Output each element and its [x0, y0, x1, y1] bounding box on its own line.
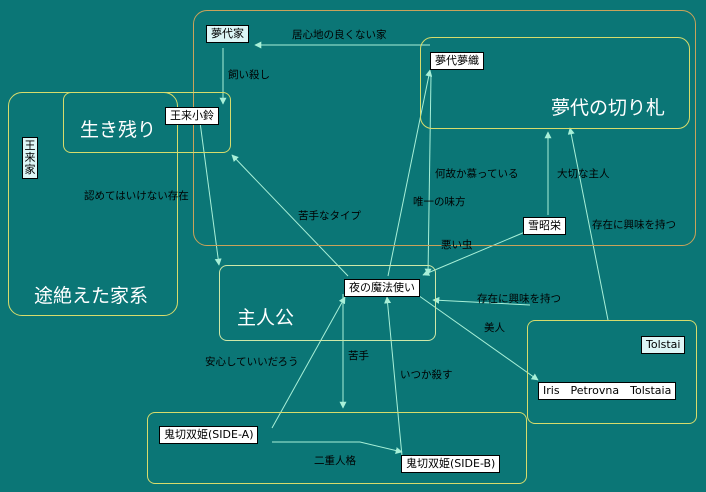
edge-kosuzu-to-protagonist [199, 121, 222, 266]
node-setsu-shouei[interactable]: 雪昭栄 [523, 217, 566, 235]
label-dual-personality: 二重人格 [314, 455, 356, 467]
node-ourai-kosuzu[interactable]: 王来小鈴 [165, 107, 219, 125]
group-title-protagonist: 主人公 [237, 307, 295, 329]
node-ourai-ke[interactable]: 王来家 [22, 137, 38, 179]
node-tolstai[interactable]: Tolstai [641, 336, 686, 354]
node-yumeshiro-yumeori[interactable]: 夢代夢織 [430, 52, 484, 70]
group-title-yumeshiro-card: 夢代の切り札 [551, 97, 666, 119]
edge-side-a-to-side-b [272, 441, 403, 454]
edge-side-a-to-mahoutsukai [271, 296, 346, 429]
label-interested-2: 存在に興味を持つ [477, 293, 561, 305]
edge-tolstai-to-yumeshiro-family [567, 127, 609, 321]
node-yumeshiro-ke[interactable]: 夢代家 [206, 25, 249, 43]
label-dislike: 苦手 [348, 350, 369, 362]
label-kill-someday: いつか殺す [400, 369, 453, 381]
label-safe-probably: 安心していいだろう [205, 356, 299, 368]
node-iris[interactable]: Iris Petrovna Tolstaia [538, 382, 677, 400]
edge-side-b-to-mahoutsukai [384, 296, 403, 457]
group-onikiri [147, 412, 527, 484]
edge-mahoutsukai-to-survivors [231, 154, 349, 277]
node-onikiri-side-b[interactable]: 鬼切双姫(SIDE-B) [401, 455, 501, 473]
group-yumeshiro-family [193, 10, 696, 246]
node-yoru-no-mahoutsukai[interactable]: 夜の魔法使い [344, 279, 420, 297]
label-kept-killed: 飼い殺し [228, 69, 270, 81]
group-survivors [63, 92, 231, 153]
group-tolstai [527, 320, 697, 424]
edge-yumeori-to-mahoutsukai [424, 74, 432, 276]
group-title-extinct-family: 途絶えた家系 [34, 285, 149, 307]
label-beauty: 美人 [484, 322, 505, 334]
label-cannot-accept: 認めてはいけない存在 [84, 190, 189, 202]
label-interested-1: 存在に興味を持つ [592, 219, 676, 231]
edge-shouei-to-mahoutsukai [422, 231, 526, 276]
group-title-survivors: 生き残り [80, 119, 157, 141]
label-bad-bug: 悪い虫 [441, 239, 473, 251]
label-somehow-admires: 何故か慕っている [435, 168, 519, 180]
label-bad-type: 苦手なタイプ [298, 210, 361, 222]
edge-mahoutsukai-to-yumeori [387, 69, 433, 277]
label-uncomfortable-house: 居心地の良くない家 [292, 29, 387, 41]
group-yumeshiro-card [420, 37, 690, 129]
group-protagonist [219, 265, 436, 341]
edge-tolstai-to-mahoutsukai [432, 296, 531, 306]
label-important-master: 大切な主人 [557, 168, 610, 180]
node-onikiri-side-a[interactable]: 鬼切双姫(SIDE-A) [159, 426, 259, 444]
label-only-ally: 唯一の味方 [413, 196, 466, 208]
